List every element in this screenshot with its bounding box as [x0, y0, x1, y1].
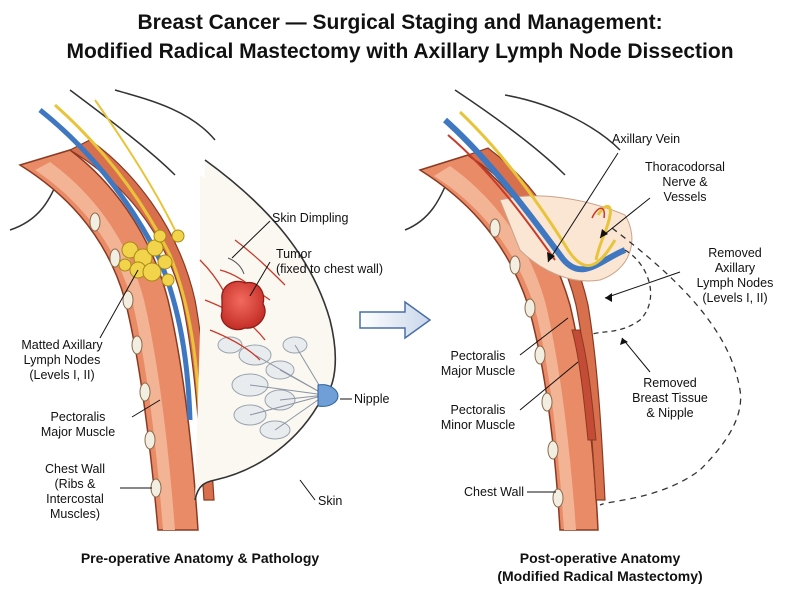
- label-axillary-vein: Axillary Vein: [612, 132, 681, 146]
- label-pect-major-left-1: Pectoralis: [50, 410, 106, 424]
- rib: [509, 255, 521, 275]
- label-tumor-detail: (fixed to chest wall): [276, 262, 383, 276]
- ribs-right: [489, 218, 564, 508]
- rib: [150, 478, 162, 498]
- label-removed-nodes-1: Removed: [708, 246, 762, 260]
- lymph-node: [161, 273, 175, 287]
- removed-node-outline: [589, 249, 652, 336]
- nerve-left: [54, 103, 202, 431]
- label-pect-major-right-2: Major Muscle: [440, 364, 516, 378]
- chest-wall-inner: [35, 162, 175, 530]
- right-arrow-icon: [359, 300, 432, 340]
- label-matted-nodes-1: Matted Axillary: [21, 338, 103, 352]
- label-pect-minor-1: Pectoralis: [450, 403, 506, 417]
- leader-pect-minor: [519, 361, 579, 411]
- right-arm-outline: [454, 89, 566, 176]
- label-tumor: Tumor: [276, 247, 312, 261]
- rib: [139, 382, 151, 402]
- left-leader-lines: [99, 220, 352, 501]
- label-pect-minor-2: Minor Muscle: [440, 418, 516, 432]
- removed-breast-outline: [599, 227, 742, 506]
- rib: [524, 298, 536, 318]
- label-chest-wall-left-3: Intercostal: [46, 492, 104, 506]
- right-leader-lines: [519, 152, 681, 493]
- left-panel-illustration: [9, 89, 352, 531]
- thoracodorsal-artery: [591, 207, 606, 219]
- label-removed-breast-1: Removed: [643, 376, 697, 390]
- label-chest-wall-right: Chest Wall: [464, 485, 524, 499]
- rib: [534, 345, 546, 365]
- leader-axillary-vein: [547, 152, 619, 263]
- caption-right-2: (Modified Radical Mastectomy): [497, 568, 703, 584]
- leader-skin-dimpling: [231, 220, 271, 259]
- lymph-node: [142, 262, 162, 282]
- label-removed-breast-2: Breast Tissue: [632, 391, 708, 405]
- lymph-node: [153, 229, 167, 243]
- label-removed-nodes-4: (Levels I, II): [702, 291, 768, 305]
- nipple-shape: [317, 384, 339, 407]
- left-arm-outline: [69, 89, 176, 176]
- pectoralis-minor-right: [571, 329, 597, 441]
- vein-right: [443, 117, 627, 273]
- rib: [131, 335, 143, 355]
- skin-dimpling: [227, 257, 245, 275]
- rib: [541, 392, 553, 412]
- leader-removed-nodes: [604, 271, 681, 299]
- label-nipple: Nipple: [354, 392, 390, 406]
- leader-removed-breast: [621, 337, 651, 373]
- lymph-node: [118, 258, 132, 272]
- thoracodorsal-bundle: [594, 204, 612, 261]
- artery-right: [447, 134, 556, 261]
- label-chest-wall-left-1: Chest Wall: [45, 462, 105, 476]
- rib: [89, 212, 101, 232]
- label-pect-major-left-2: Major Muscle: [40, 425, 116, 439]
- label-pect-major-right-1: Pectoralis: [450, 349, 506, 363]
- lymph-node: [157, 254, 173, 270]
- nerve-right: [458, 110, 617, 268]
- rib: [122, 290, 134, 310]
- rib: [547, 440, 559, 460]
- caption-left: Pre-operative Anatomy & Pathology: [80, 550, 320, 566]
- leader-arrowheads: [547, 229, 628, 345]
- label-removed-breast-3: & Nipple: [646, 406, 694, 420]
- label-skin-dimpling: Skin Dimpling: [272, 211, 349, 225]
- rib: [144, 430, 156, 450]
- rib: [109, 248, 121, 268]
- breast-fill: [200, 175, 328, 470]
- tumor: [220, 280, 266, 331]
- right-panel-illustration: [404, 89, 742, 531]
- title-line-1: Breast Cancer — Surgical Staging and Man…: [137, 11, 663, 34]
- title-line-2: Modified Radical Mastectomy with Axillar…: [66, 40, 734, 63]
- leader-pect-major: [131, 399, 161, 418]
- label-matted-nodes-3: (Levels I, II): [29, 368, 95, 382]
- label-skin: Skin: [318, 494, 343, 508]
- leader-thoracodorsal: [599, 197, 651, 239]
- label-chest-wall-left-4: Muscles): [49, 507, 100, 521]
- leader-matted-nodes: [99, 269, 139, 339]
- nerve-left-2: [94, 99, 176, 231]
- lobule: [217, 336, 243, 354]
- label-thoracodorsal-2: Nerve &: [662, 175, 708, 189]
- right-neck-outline: [504, 94, 621, 151]
- leader-pect-major-right: [519, 317, 569, 356]
- rib: [552, 488, 564, 508]
- lymph-node: [171, 229, 185, 243]
- label-matted-nodes-2: Lymph Nodes: [23, 353, 101, 367]
- label-thoracodorsal-1: Thoracodorsal: [645, 160, 725, 174]
- caption-right-1: Post-operative Anatomy: [519, 550, 681, 566]
- ribs: [89, 212, 162, 498]
- leader-tumor: [249, 261, 271, 297]
- leader-skin: [299, 479, 316, 501]
- label-thoracodorsal-3: Vessels: [663, 190, 707, 204]
- label-removed-nodes-2: Axillary: [714, 261, 756, 275]
- label-removed-nodes-3: Lymph Nodes: [696, 276, 774, 290]
- label-chest-wall-left-2: (Ribs &: [54, 477, 96, 491]
- rib: [489, 218, 501, 238]
- left-neck-outline: [114, 89, 216, 141]
- matted-lymph-nodes: [118, 229, 185, 287]
